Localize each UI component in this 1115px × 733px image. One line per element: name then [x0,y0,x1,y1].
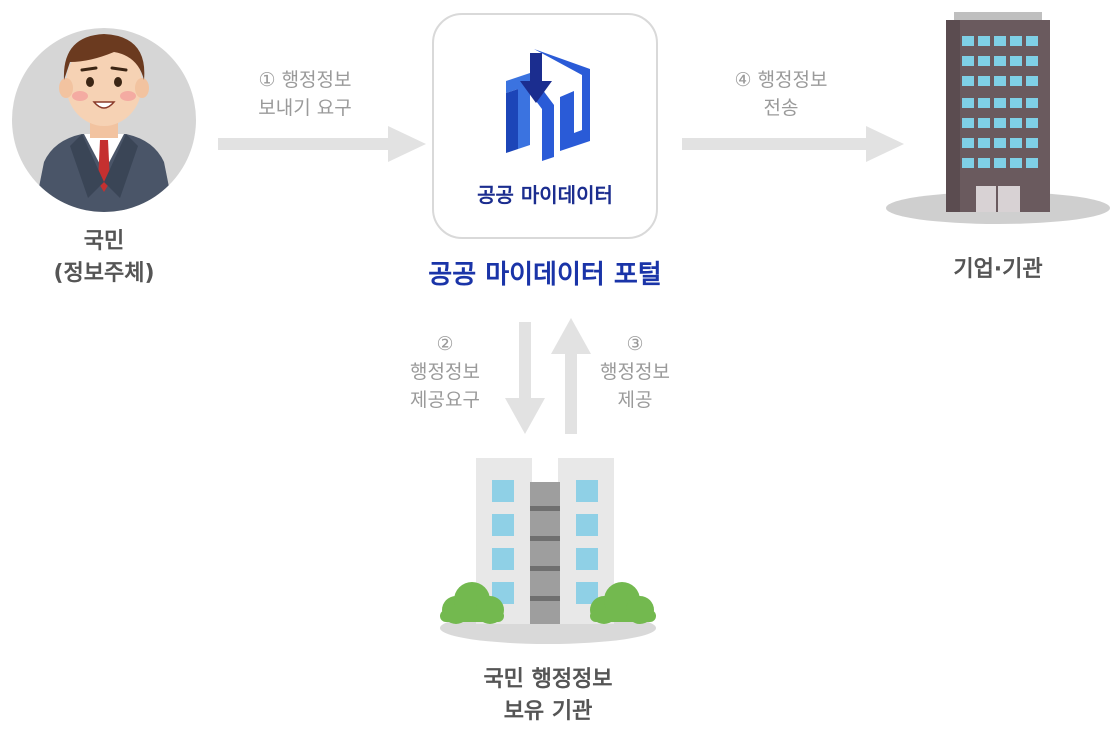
gov-holder-label-line2: 보유 기관 [503,699,593,724]
step2-label-line3: 제공요구 [410,389,480,411]
gov-holder-label: 국민 행정정보 보유 기관 [420,664,676,728]
step2-label-line2: 행정정보 [410,361,480,383]
company-building-icon [884,10,1112,224]
portal-title: 공공 마이데이터 포털 [428,260,662,290]
portal-logo-text: 공공 마이데이터 [477,183,613,207]
citizen-avatar [4,22,204,212]
step1-label-line1: ① 행정정보 [258,69,352,91]
company-label: 기업·기관 [953,257,1043,282]
arrow-up-3 [549,318,593,436]
step3-label-line2: 행정정보 [600,361,670,383]
portal-logo-icon [500,45,594,163]
arrow-right-4 [682,123,906,165]
step2-label: ② 행정정보 제공요구 [380,330,510,414]
step3-label: ③ 행정정보 제공 [570,330,700,414]
step3-label-line1: ③ [626,333,644,355]
step1-label: ① 행정정보 보내기 요구 [210,66,400,122]
step4-label-line2: 전송 [763,97,799,119]
step1-label-line2: 보내기 요구 [258,97,352,119]
step2-label-line1: ② [436,333,454,355]
portal-logo-card: 공공 마이데이터 [432,13,658,239]
step4-label: ④ 행정정보 전송 [686,66,876,122]
step4-label-line1: ④ 행정정보 [734,69,828,91]
gov-holder-label-line1: 국민 행정정보 [483,667,613,692]
gov-building-icon [436,456,660,646]
step3-label-line3: 제공 [617,389,653,411]
arrow-right-1 [218,123,428,165]
citizen-label-line2: (정보주체) [53,261,155,286]
arrow-down-2 [503,322,547,436]
citizen-label: 국민 (정보주체) [4,226,204,290]
citizen-label-line1: 국민 [83,229,125,254]
